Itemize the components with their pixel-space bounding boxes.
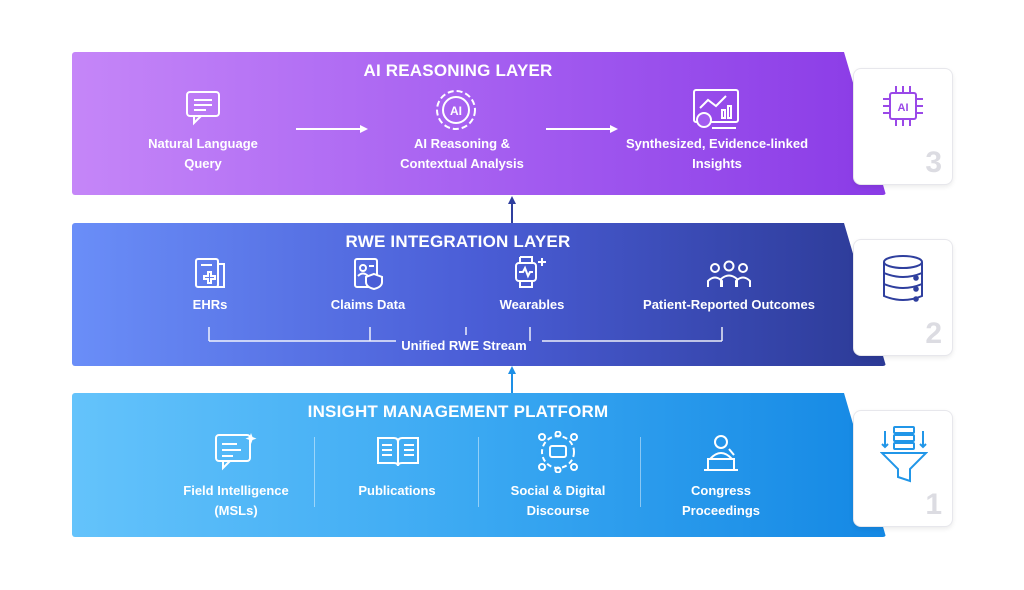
congress-icon (702, 433, 740, 473)
ai-chip-icon: AI (880, 83, 926, 129)
layer-number-2: 2 (925, 317, 942, 350)
imp-layer-side-card: 1 (853, 410, 953, 527)
social-digital-discourse-label: Social & Digital Discourse (510, 483, 606, 518)
ai-reasoning-label: AI Reasoning & Contextual Analysis (400, 136, 524, 171)
imp-layer-title: INSIGHT MANAGEMENT PLATFORM (307, 402, 609, 421)
rwe-layer-side-card: 2 (853, 239, 953, 356)
divider (478, 437, 479, 507)
field-intelligence-label: Field Intelligence (MSLs) (183, 483, 289, 518)
natural-language-query-label: Natural Language Query (148, 136, 258, 171)
patient-reported-outcomes-label: Patient-Reported Outcomes (643, 297, 815, 312)
insights-chart-icon (692, 88, 740, 130)
layer-number-3: 3 (925, 146, 942, 179)
publications-label: Publications (358, 483, 436, 498)
unified-rwe-stream-label: Unified RWE Stream (401, 338, 527, 353)
congress-proceedings-label: Congress Proceedings (681, 483, 761, 518)
insight-management-platform-layer: INSIGHT MANAGEMENT PLATFORM Field Intell… (72, 393, 886, 537)
wearables-label: Wearables (499, 297, 565, 312)
ehrs-label: EHRs (192, 297, 228, 312)
social-network-icon (536, 431, 580, 473)
arrow-up-icon (507, 366, 517, 393)
layer-number-1: 1 (925, 488, 942, 521)
ai-layer-side-card: AI 3 (853, 68, 953, 185)
publications-icon (376, 435, 420, 469)
ai-gear-icon: AI (432, 88, 480, 132)
wearable-icon (512, 254, 550, 290)
ehr-icon (192, 256, 228, 290)
arrow-right-icon (296, 124, 368, 134)
claims-data-label: Claims Data (330, 297, 406, 312)
arrow-up-icon (507, 196, 517, 223)
svg-text:AI: AI (450, 104, 462, 118)
divider (314, 437, 315, 507)
rwe-layer-title: RWE INTEGRATION LAYER (345, 232, 571, 251)
synthesized-insights-label: Synthesized, Evidence-linked Insights (625, 136, 809, 171)
claims-icon (352, 256, 386, 290)
divider (640, 437, 641, 507)
patients-icon (706, 259, 752, 289)
field-chat-icon (213, 431, 259, 471)
svg-text:AI: AI (898, 102, 909, 114)
ai-reasoning-layer: AI REASONING LAYER Natural Language Quer… (72, 52, 886, 195)
database-icon (880, 254, 926, 304)
arrow-right-icon (546, 124, 618, 134)
funnel-icon (880, 425, 928, 483)
chat-icon (184, 90, 222, 126)
ai-layer-title: AI REASONING LAYER (363, 61, 553, 80)
rwe-integration-layer: RWE INTEGRATION LAYER EHRs Claims Data W… (72, 223, 886, 366)
merge-bracket (208, 327, 724, 353)
